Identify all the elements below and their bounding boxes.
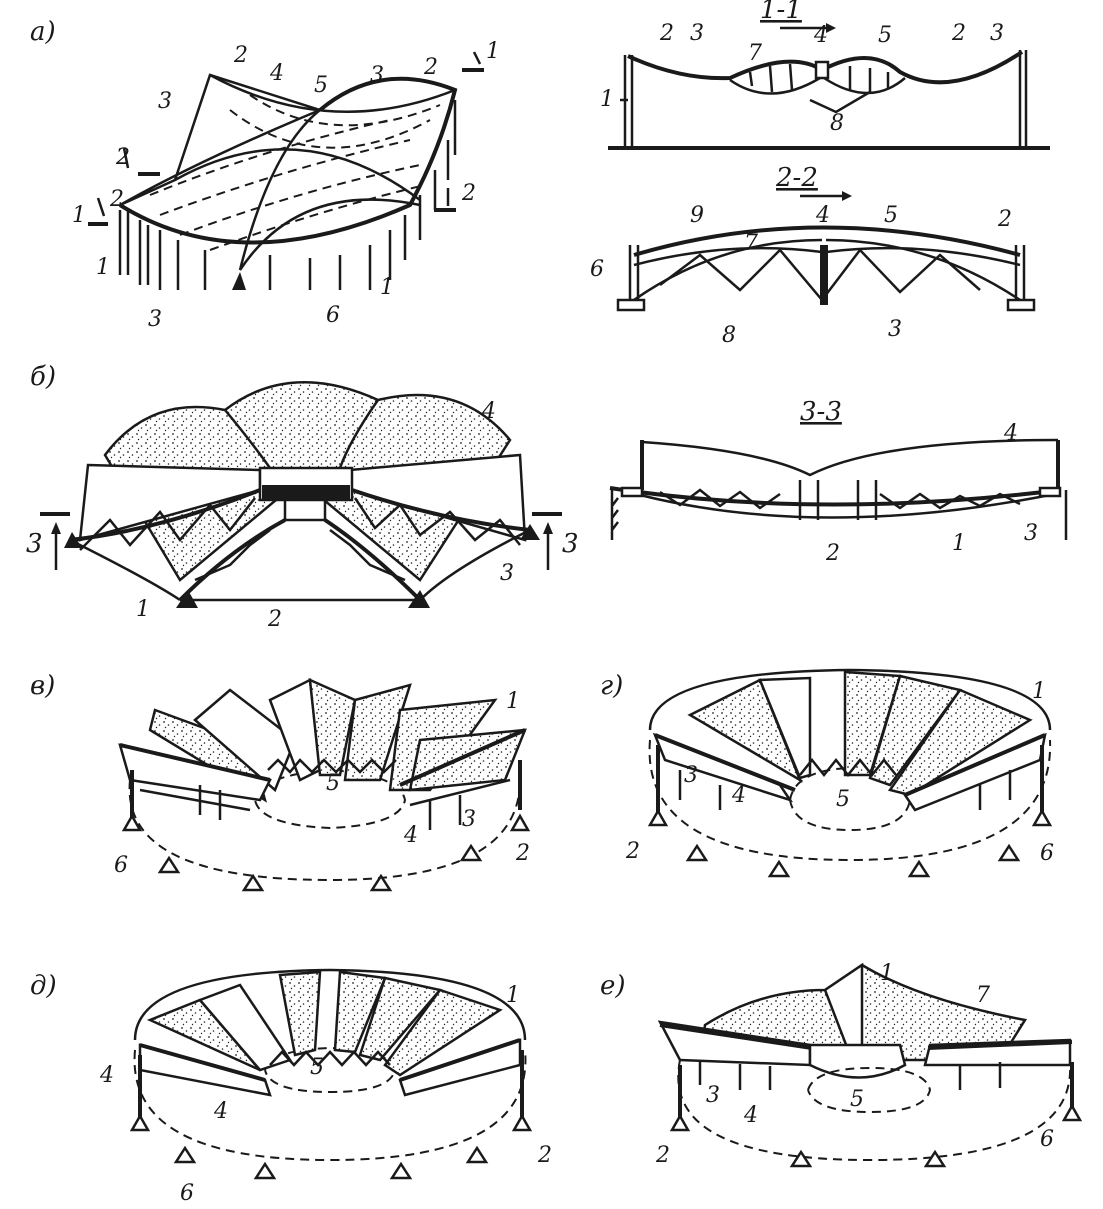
panel-d-drawing [129, 968, 533, 1180]
label-a-3b: 3 [158, 89, 172, 114]
label-11-5: 5 [878, 23, 892, 48]
label-11-8: 8 [830, 111, 844, 136]
label-22-3: 3 [888, 317, 902, 342]
panel-label-v: в) [30, 671, 55, 701]
label-e-6: 6 [1040, 1127, 1054, 1152]
label-b-4: 4 [481, 399, 496, 424]
label-11-3: 3 [690, 21, 704, 46]
section-1-1-drawing [608, 50, 1050, 150]
panel-label-b: б) [30, 362, 56, 392]
label-22-6: 6 [590, 257, 604, 282]
panel-a-drawing [88, 51, 484, 290]
label-g-4: 4 [731, 783, 746, 808]
label-11-3b: 3 [990, 21, 1004, 46]
label-v-4: 4 [403, 823, 418, 848]
panel-a: а) 2 4 5 3 2 3 2 1 2 [30, 17, 500, 332]
label-11-2: 2 [659, 21, 674, 46]
panel-label-d: д) [30, 971, 57, 1001]
section-2-2-drawing [616, 225, 1036, 312]
label-a-2: 2 [233, 43, 248, 68]
label-v-6: 6 [114, 853, 128, 878]
label-a-4: 4 [269, 61, 284, 86]
label-v-1: 1 [506, 689, 520, 714]
label-d-2: 2 [537, 1143, 552, 1168]
label-e-5: 5 [850, 1087, 864, 1112]
label-g-3: 3 [684, 763, 698, 788]
panel-g-drawing [647, 668, 1053, 878]
label-33-3: 3 [1024, 521, 1038, 546]
cut-a-2-right: 2 [461, 181, 476, 206]
label-e-7: 7 [976, 983, 990, 1008]
label-v-3: 3 [462, 807, 476, 832]
cut-a-2-left: 2 [115, 145, 130, 170]
panel-e: е) 1 7 3 4 5 6 2 [600, 961, 1083, 1168]
cut-b-3-left: 3 [26, 529, 43, 559]
label-e-3: 3 [706, 1083, 720, 1108]
label-b-3: 3 [500, 561, 514, 586]
panel-v: в) 1 5 4 3 2 6 [30, 671, 531, 892]
section-1-1: 1-1 2 3 7 4 5 2 3 1 8 [600, 0, 1050, 150]
label-e-1: 1 [880, 961, 894, 986]
label-22-7: 7 [744, 231, 758, 256]
panel-label-g: г) [600, 671, 623, 701]
panel-b: б) 4 3 3 3 1 2 [26, 362, 579, 632]
label-11-7: 7 [748, 41, 762, 66]
section-title-3-3: 3-3 [800, 397, 842, 427]
label-33-1: 1 [952, 531, 966, 556]
cut-a-1-right: 1 [486, 39, 500, 64]
label-a-1b: 1 [380, 275, 394, 300]
label-22-4: 4 [815, 203, 830, 228]
cut-a-1-left: 1 [72, 203, 86, 228]
section-title-2-2: 2-2 [775, 163, 818, 193]
label-33-2: 2 [825, 541, 840, 566]
label-d-4: 4 [99, 1063, 114, 1088]
label-e-2: 2 [655, 1143, 670, 1168]
label-g-5: 5 [836, 787, 850, 812]
cut-b-3-right: 3 [562, 529, 579, 559]
label-a-3c: 3 [148, 307, 162, 332]
label-22-9: 9 [690, 203, 704, 228]
panel-d: д) 1 4 5 4 2 6 [30, 968, 552, 1206]
label-a-2c: 2 [109, 187, 124, 212]
label-v-2: 2 [515, 841, 530, 866]
label-33-4: 4 [1003, 421, 1018, 446]
section-2-2: 2-2 9 7 4 5 2 6 8 3 [590, 163, 1036, 348]
label-b-2: 2 [267, 607, 282, 632]
label-a-1: 1 [96, 255, 110, 280]
label-g-2: 2 [625, 839, 640, 864]
label-d-5: 5 [310, 1055, 324, 1080]
panel-label-e: е) [600, 971, 626, 1001]
section-3-3: 3-3 4 2 1 3 [609, 397, 1068, 566]
label-e-4: 4 [743, 1103, 758, 1128]
panel-label-a: а) [30, 17, 56, 47]
label-g-6: 6 [1040, 841, 1054, 866]
label-v-5: 5 [326, 771, 340, 796]
label-g-1: 1 [1032, 679, 1046, 704]
label-d-1: 1 [506, 983, 520, 1008]
label-a-3: 3 [370, 63, 384, 88]
section-title-1-1: 1-1 [760, 0, 802, 25]
panel-e-drawing [657, 962, 1083, 1168]
label-22-5: 5 [884, 203, 898, 228]
section-3-3-drawing [609, 438, 1068, 540]
label-a-2b: 2 [423, 55, 438, 80]
label-22-8: 8 [722, 323, 736, 348]
label-11-4: 4 [813, 23, 828, 48]
label-d-6: 6 [180, 1181, 194, 1206]
label-d-4b: 4 [213, 1099, 228, 1124]
label-b-1: 1 [136, 597, 150, 622]
panel-b-drawing [40, 380, 562, 608]
panel-v-drawing [118, 677, 531, 892]
panel-g: г) 1 3 4 5 2 6 [600, 668, 1054, 878]
label-a-6: 6 [326, 303, 340, 328]
label-a-5: 5 [314, 73, 328, 98]
label-11-2b: 2 [951, 21, 966, 46]
label-11-1: 1 [600, 87, 614, 112]
label-22-2: 2 [997, 207, 1012, 232]
